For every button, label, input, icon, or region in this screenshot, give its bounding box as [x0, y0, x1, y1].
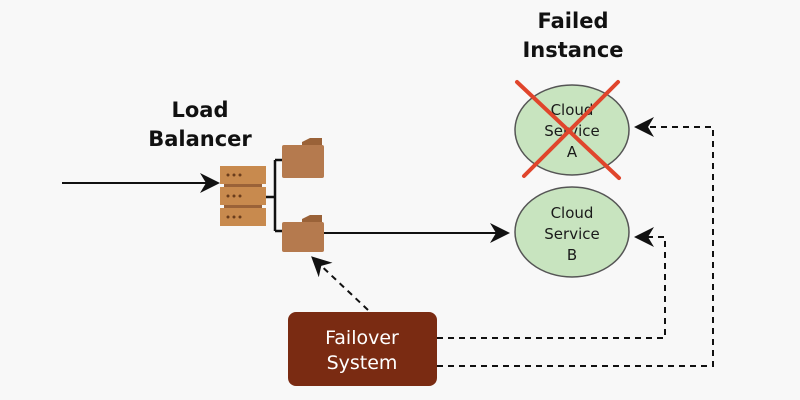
load-balancer-label: Load [171, 98, 228, 122]
svg-text:Service: Service [544, 225, 599, 243]
svg-text:Service: Service [544, 122, 599, 140]
svg-text:Failover: Failover [325, 327, 399, 349]
folder-icon [282, 215, 324, 252]
svg-text:Cloud: Cloud [551, 101, 594, 119]
failover-path-b [437, 227, 666, 339]
svg-text:System: System [327, 352, 398, 374]
svg-text:B: B [567, 246, 577, 264]
cloud-service-a: Cloud Service A [514, 80, 630, 180]
failed-instance-label-2: Instance [522, 38, 623, 62]
server-icon [220, 166, 266, 226]
failed-cross-icon [515, 80, 621, 180]
load-balancer-label-2: Balancer [148, 127, 252, 151]
cloud-service-b: Cloud Service B [514, 186, 630, 278]
failover-to-balancer-arrow [311, 256, 369, 311]
failover-path-a [437, 117, 714, 367]
folder-icon [282, 138, 324, 178]
connector-bracket [266, 158, 282, 233]
failed-instance-label: Failed [538, 9, 609, 33]
svg-text:Cloud: Cloud [551, 204, 594, 222]
svg-text:A: A [567, 143, 578, 161]
failover-system-box: Failover System [288, 312, 437, 386]
